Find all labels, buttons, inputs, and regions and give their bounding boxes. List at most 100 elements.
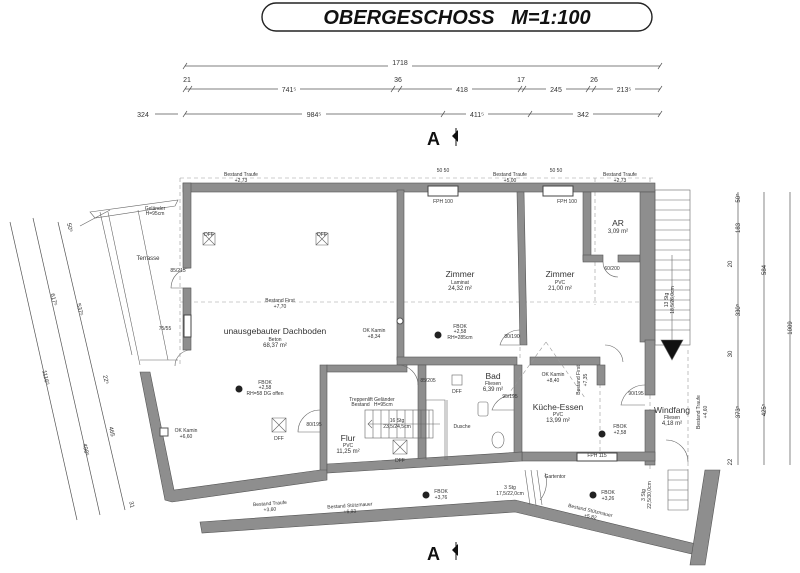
fbok-level: +2,58 xyxy=(259,385,272,391)
dim-label: 617⁵ xyxy=(49,293,59,307)
dim-label: 20 xyxy=(728,260,734,267)
window-sill: 50 50 xyxy=(550,168,563,174)
dim-label: 1116⁵ xyxy=(40,370,50,387)
room-floor: Laminat xyxy=(451,280,469,286)
dff-label: DFF xyxy=(395,458,405,464)
dim-label: 537⁵ xyxy=(75,303,85,317)
stair-size: 17,5/22,0cm xyxy=(496,491,524,497)
stair-count: 3 Stg xyxy=(504,485,516,491)
fbok-label: FBOK xyxy=(613,424,627,430)
dff-label: DFF xyxy=(204,232,214,238)
dim-label: 30 xyxy=(728,350,734,357)
windows xyxy=(183,185,618,462)
chimney-level: +6,60 xyxy=(180,434,193,440)
dim-label: 31 xyxy=(127,501,134,509)
eave-level: +2,73 xyxy=(614,178,627,184)
room-windfang: Windfang xyxy=(654,405,690,415)
chimney-label: OK Kamin xyxy=(363,328,386,334)
window-label: FPH 100 xyxy=(557,199,577,205)
section-marker-bottom: A xyxy=(427,542,458,564)
dim-label: 183 xyxy=(736,222,742,233)
dim-label: 324 xyxy=(137,112,149,119)
dim-label: 741⁵ xyxy=(282,87,297,94)
fbok-level: +2,58 xyxy=(454,329,467,335)
right-stairs xyxy=(654,189,691,511)
room-floor: PVC xyxy=(343,443,354,449)
room-floor: Fliesen xyxy=(485,381,501,387)
dim-label: 26 xyxy=(590,77,598,84)
door-size: 60/200 xyxy=(604,266,620,272)
room-area: 11,25 m² xyxy=(336,449,359,455)
retaining-wall-level: +6,93 xyxy=(343,509,356,516)
walls xyxy=(139,182,721,566)
dim-label: 584 xyxy=(762,264,768,275)
eave-level: +3,60 xyxy=(263,507,276,514)
room-floor: PVC xyxy=(553,412,564,418)
fbok-label: FBOK xyxy=(601,490,615,496)
fbok-label: FBOK xyxy=(258,380,272,386)
room-area: 3,09 m² xyxy=(608,229,628,235)
door-size: 80/190 xyxy=(504,334,520,340)
dim-label: 36 xyxy=(394,77,402,84)
dff-label: DFF xyxy=(452,389,462,395)
chimney-label: OK Kamin xyxy=(542,372,565,378)
room-dusche: Dusche xyxy=(454,424,471,430)
title-text: OBERGESCHOSS M=1:100 xyxy=(323,7,590,29)
room-area: 68,37 m² xyxy=(263,343,287,349)
room-floor: PVC xyxy=(555,280,566,286)
dim-label: 498⁵ xyxy=(81,443,91,457)
room-area: 13,99 m² xyxy=(546,418,570,424)
doors xyxy=(170,261,689,463)
ridge-label: Bestand First xyxy=(576,365,582,395)
dim-label: 984⁵ xyxy=(307,112,322,119)
garden-gate-label: Gartentor xyxy=(544,474,565,480)
room-zimmer-1: Zimmer xyxy=(446,269,475,279)
dim-label: 330⁵ xyxy=(735,303,742,316)
railing-height: H=95cm xyxy=(146,211,165,217)
ridge-level: +7,35 xyxy=(583,373,589,386)
dim-total-width: 1718 xyxy=(392,60,408,67)
stairlift-label: Treppenlift Geländer xyxy=(349,397,395,403)
room-area: 24,32 m² xyxy=(448,286,472,292)
right-dimensions: 50⁵ 183 20 330⁵ 30 373⁵ 22 584 425⁵ 1009 xyxy=(728,192,794,465)
eave-label: Bestand Traufe xyxy=(696,395,702,429)
chimney-level: +8,40 xyxy=(547,378,560,384)
retaining-wall-level: +5,82 xyxy=(583,513,597,522)
room-kueche-essen: Küche-Essen xyxy=(533,402,584,412)
ridge-label: Bestand First xyxy=(265,298,295,304)
dim-label: 17 xyxy=(517,77,525,84)
dim-label: 50⁵ xyxy=(65,222,74,233)
level-markers xyxy=(235,331,606,499)
dim-label: 50⁵ xyxy=(735,193,742,203)
dff-label: DFF xyxy=(274,436,284,442)
dim-label: 425⁵ xyxy=(761,403,768,416)
room-zimmer-2: Zimmer xyxy=(546,269,575,279)
window-label: FPH 100 xyxy=(433,199,453,205)
chimney-level: +8,34 xyxy=(368,334,381,340)
top-dimensions: 1718 21 741⁵ 36 418 17 245 26 213⁵ 984⁵ … xyxy=(137,58,663,119)
section-marker-top: A xyxy=(427,128,458,149)
plan-title: OBERGESCHOSS M=1:100 xyxy=(261,2,653,32)
door-size: 90/195 xyxy=(628,391,644,397)
eave-label: Bestand Traufe xyxy=(493,172,527,178)
section-label: A xyxy=(427,129,440,149)
annotations: Bestand Traufe +2,73 Bestand Traufe +5,0… xyxy=(145,168,709,521)
fbok-label: FBOK xyxy=(434,489,448,495)
eave-level: +5,00 xyxy=(504,178,517,184)
skylights xyxy=(202,232,586,455)
stair-count: 3 Stg xyxy=(641,489,647,501)
section-label: A xyxy=(427,544,440,564)
room-area: 4,18 m² xyxy=(662,421,682,427)
retaining-wall-label: Bestand Stützmauer xyxy=(327,501,373,510)
fbok-level: +3,26 xyxy=(602,496,615,502)
room-floor: Fliesen xyxy=(664,415,680,421)
dim-label: 465 xyxy=(107,426,115,438)
dim-label: 213⁵ xyxy=(617,87,632,94)
eave-level: +4,60 xyxy=(703,405,709,418)
fbok-label: FBOK xyxy=(453,324,467,330)
stair-count: 16 Stg xyxy=(390,418,405,424)
room-height: RH=285cm xyxy=(447,335,472,341)
left-dimensions: 1116⁵ 617⁵ 537⁵ 50⁵ 22⁵ 465 498⁵ 31 xyxy=(9,217,135,521)
eave-label: Bestand Traufe xyxy=(253,500,287,508)
